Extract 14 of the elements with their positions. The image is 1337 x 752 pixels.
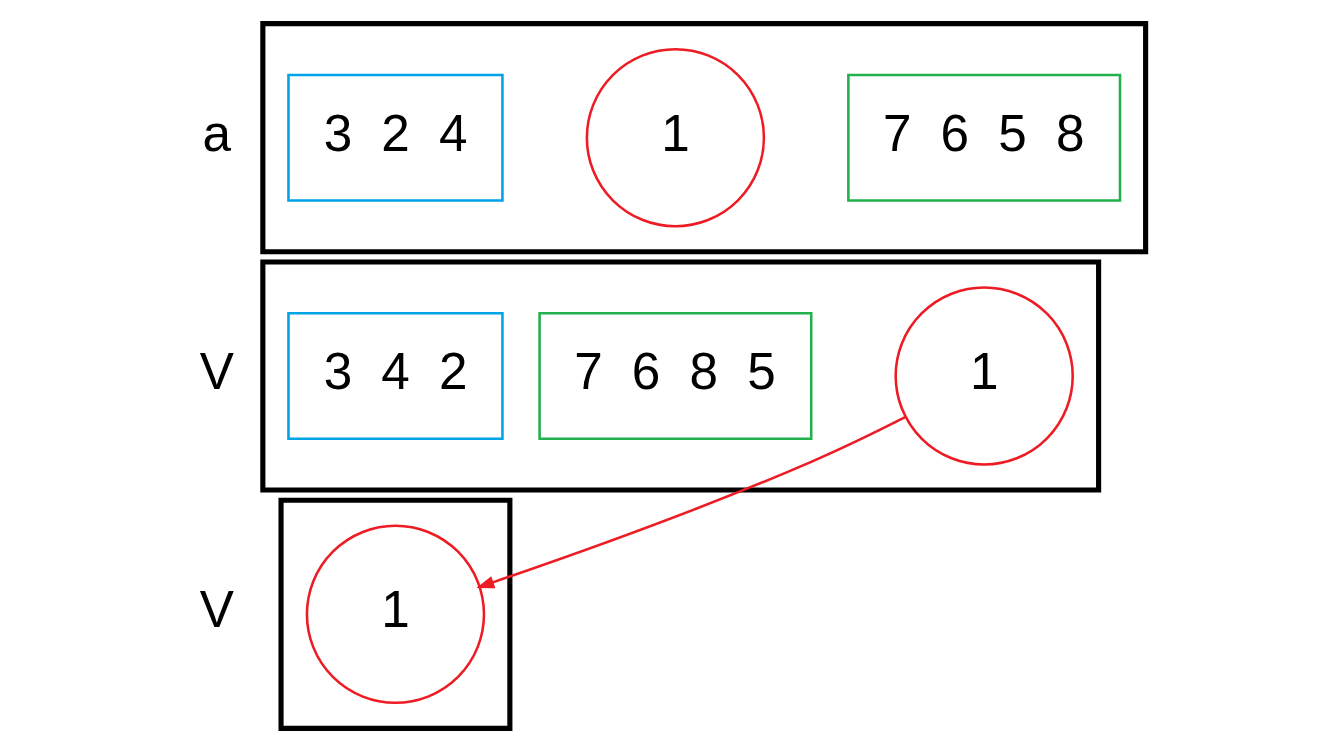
cluster bbox=[277, 497, 512, 731]
node-box: 7 6 8 5 bbox=[537, 311, 812, 441]
node-box: 7 6 5 8 bbox=[846, 73, 1121, 202]
arrow bbox=[475, 416, 906, 589]
node-circle: 1 bbox=[305, 524, 485, 705]
label: V bbox=[199, 581, 234, 639]
cluster bbox=[259, 259, 1101, 493]
label: a bbox=[201, 104, 231, 162]
node-box: 3 4 2 bbox=[286, 311, 504, 441]
node-circle: 1 bbox=[893, 286, 1074, 466]
label: V bbox=[199, 342, 234, 400]
node-box: 3 2 4 bbox=[286, 73, 504, 202]
cluster bbox=[259, 21, 1148, 255]
node-circle: 1 bbox=[585, 47, 765, 228]
